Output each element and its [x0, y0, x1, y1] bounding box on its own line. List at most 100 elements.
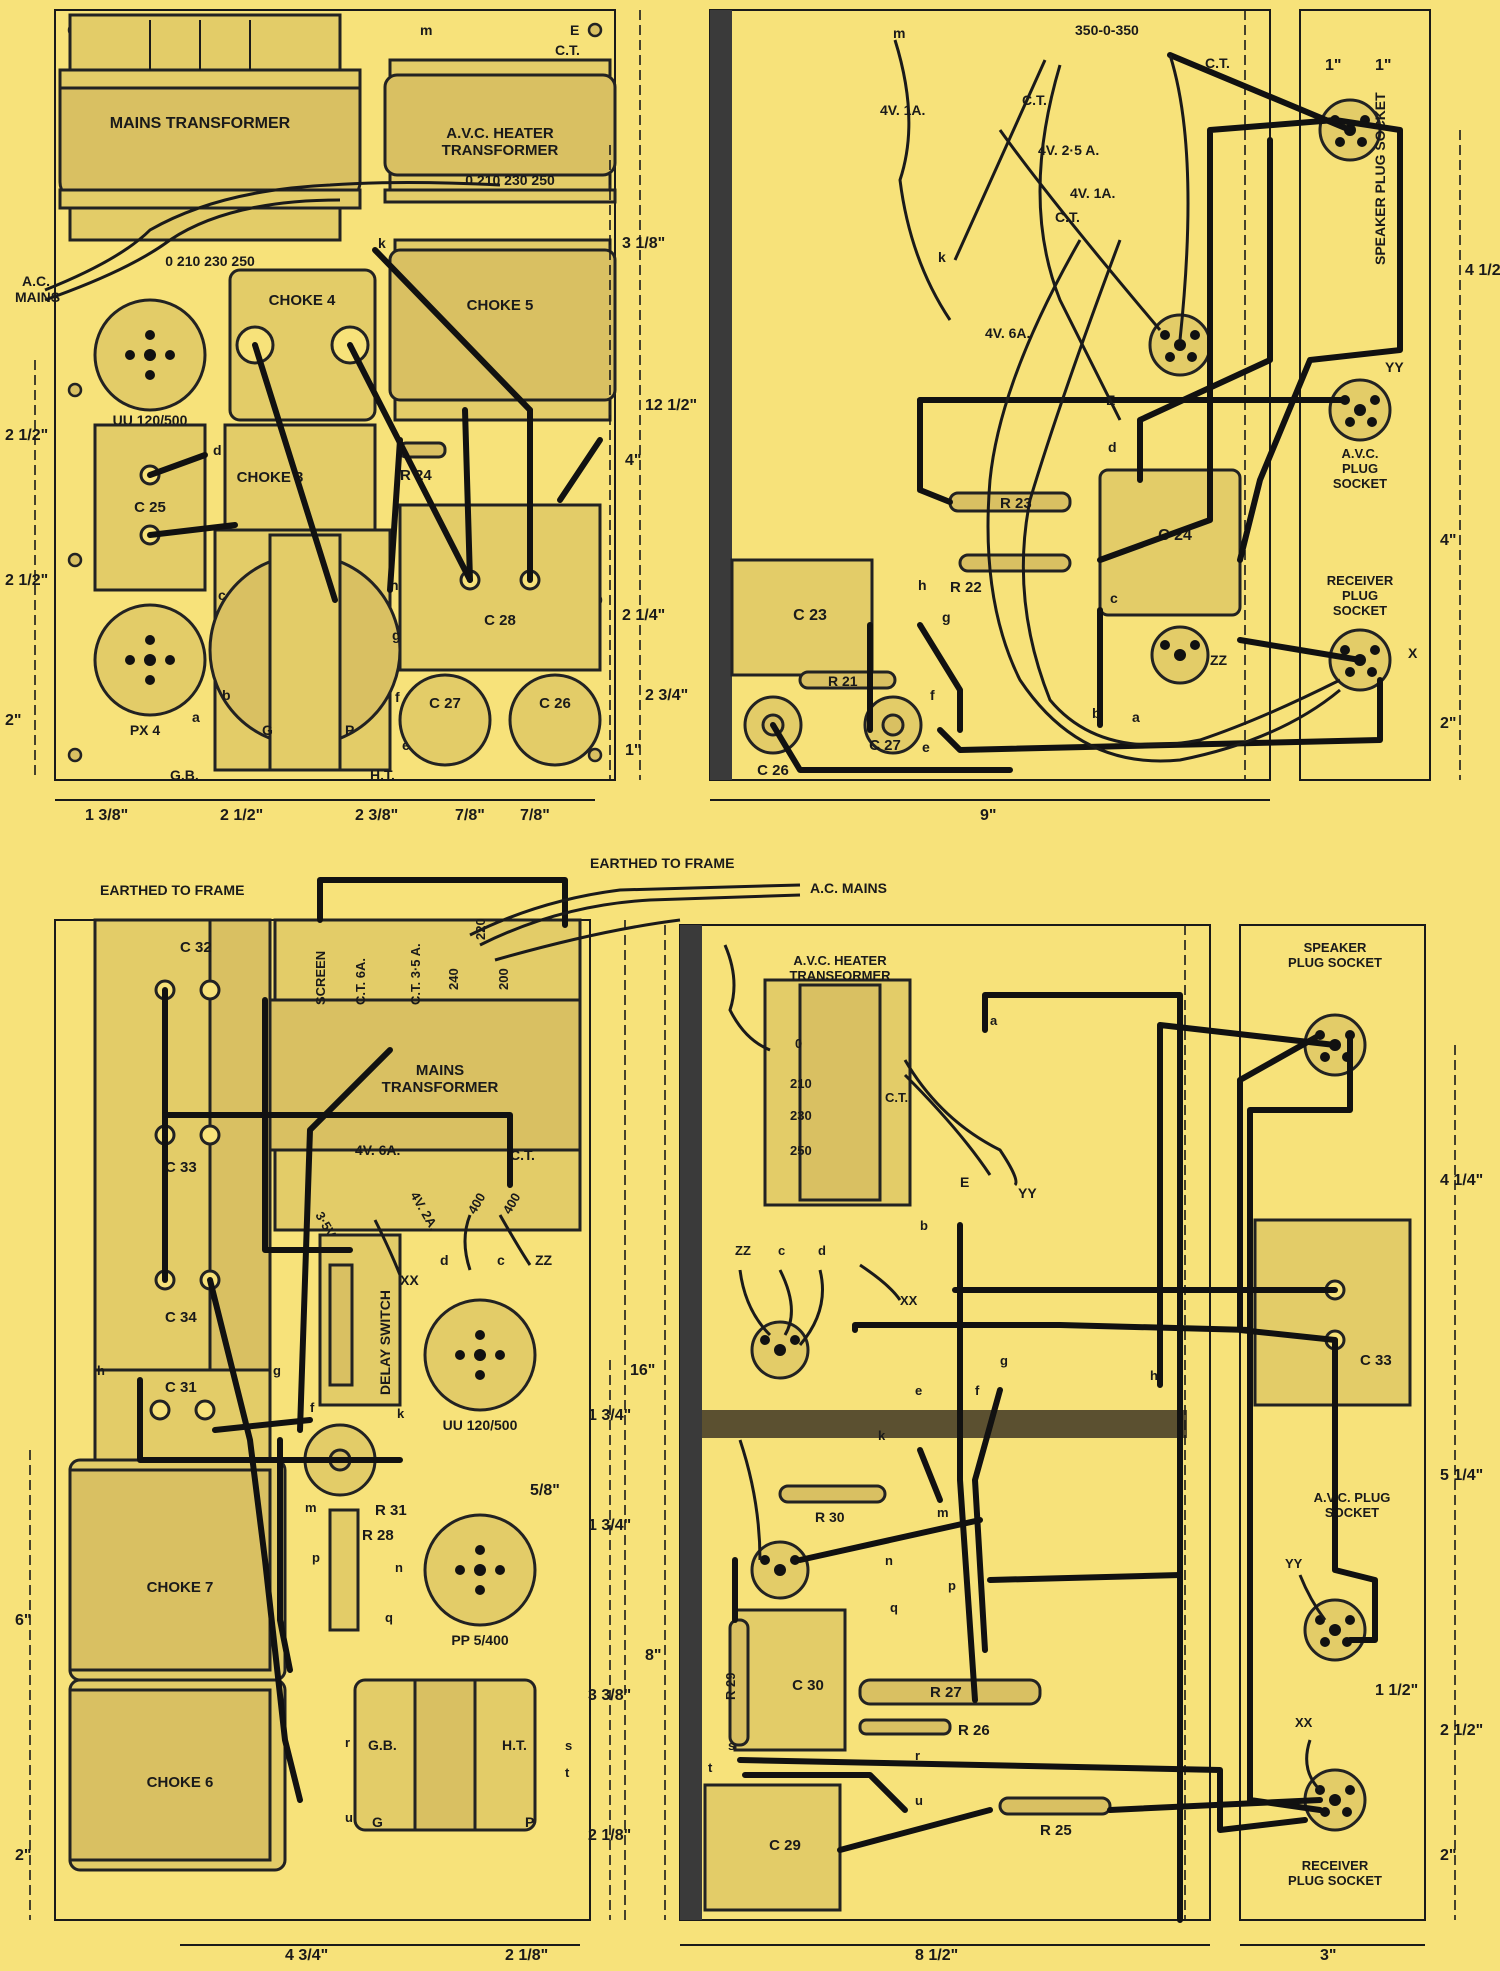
dim-2-tr: 2": [1440, 715, 1456, 732]
term-ct: C.T.: [555, 42, 580, 58]
br-yy-label: YY: [1018, 1185, 1037, 1201]
panel-bottom-left: EARTHED TO FRAME C 32 C 33 C 34 MAINS TR…: [15, 877, 801, 1964]
avc-socket-label-1: A.V.C.: [1341, 446, 1378, 461]
ct-6a-label: C.T. 6A.: [353, 958, 368, 1005]
bl-term-P: P: [525, 1814, 534, 1830]
c29-label: C 29: [769, 1837, 801, 1854]
choke-3-label: CHOKE 3: [237, 469, 304, 486]
v46-label: 4V. 6A.: [355, 1142, 400, 1158]
r31-label: R 31: [375, 1502, 407, 1519]
br-xx-label: XX: [900, 1293, 918, 1308]
bl-term-q: q: [385, 1610, 393, 1625]
dim-4-1-2: 4 1/2": [1465, 262, 1500, 279]
label-4v-1a-b: 4V. 1A.: [1070, 185, 1115, 201]
term-f: f: [395, 689, 400, 705]
r25-label: R 25: [1040, 1822, 1072, 1839]
term-P: P: [345, 722, 354, 738]
dim-3-3-8: 3 3/8": [588, 1687, 631, 1704]
bl-term-t: t: [565, 1765, 570, 1780]
br-term-s: s: [728, 1738, 735, 1753]
br-term-f: f: [975, 1383, 980, 1398]
c32-label: C 32: [180, 939, 212, 956]
ct-b-label: C.T.: [510, 1147, 535, 1163]
pp-label: PP 5/400: [451, 1632, 509, 1648]
zz-label: ZZ: [1210, 652, 1228, 668]
resistor-r26: R 26: [858, 1718, 990, 1739]
bl-gb-label: G.B.: [368, 1737, 397, 1753]
dim-5-8: 5/8": [530, 1482, 560, 1499]
panel-top-right: SPEAKER PLUG SOCKET YY A.V.C. PLUG SOCKE…: [709, 9, 1500, 824]
dim-2-3-8: 2 3/8": [355, 807, 398, 824]
resistor-r28: R 28 m p n q: [305, 1500, 403, 1632]
bl-term-h: h: [97, 1363, 105, 1378]
x-label: X: [1408, 645, 1418, 661]
receiver-plug-socket-bottom: XX RECEIVER PLUG SOCKET: [1288, 1715, 1382, 1888]
wiring-top-left: [44, 181, 603, 603]
socket-strip-outline-bottom: [1239, 924, 1426, 1921]
label-ct-top: C.T.: [1205, 55, 1230, 71]
br-yy2-label: YY: [1285, 1556, 1303, 1571]
bl-ht-label: H.T.: [502, 1737, 527, 1753]
ac-mains-label-1: A.C.: [22, 273, 50, 289]
tap-200: 200: [496, 968, 511, 990]
r26-label: R 26: [958, 1722, 990, 1739]
dim-7-8-a: 7/8": [455, 807, 485, 824]
br-term-k: k: [878, 1428, 886, 1443]
px4-label: PX 4: [130, 722, 161, 738]
receiver-socket-label-3: SOCKET: [1333, 603, 1387, 618]
tap-250: 250: [790, 1143, 812, 1158]
delay-switch: DELAY SWITCH: [318, 1233, 402, 1407]
dim-1-3-4-a: 1 3/4": [588, 1407, 631, 1424]
r22-label: R 22: [950, 579, 982, 596]
ht-label: H.T.: [370, 767, 395, 783]
terminal-labels-bottom-right: a b c d ZZ XX e f g h k m n p q r s t u: [708, 1013, 1158, 1808]
mains-tx-b-label-1: MAINS: [416, 1062, 464, 1079]
choke-7-label: CHOKE 7: [147, 1579, 214, 1596]
ac-mains-label: A.C. MAINS: [810, 880, 887, 896]
c34-label: C 34: [165, 1309, 197, 1326]
wiring-bottom-left: [137, 877, 801, 1803]
br-term-t: t: [708, 1760, 713, 1775]
valve-uu-120-500-bottom: UU 120/500: [423, 1298, 537, 1433]
br-term-c: c: [778, 1243, 785, 1258]
c30-label: C 30: [792, 1677, 824, 1694]
br-term-e: E: [960, 1174, 969, 1190]
br-term-r: r: [915, 1748, 920, 1763]
tap-230: 230: [790, 1108, 812, 1123]
capacitor-c24: C 24: [1098, 468, 1242, 617]
chassis-side-wall: [710, 10, 732, 780]
panel-top-left: MAINS TRANSFORMER 0 210 230 250 A.V.C. H…: [5, 9, 697, 824]
term-m: m: [420, 22, 432, 38]
capacitor-c27-top: C 27: [398, 673, 492, 767]
dim-2-1-8-b: 2 1/8": [505, 1947, 548, 1964]
receiver-socket-label-2: PLUG: [1342, 588, 1378, 603]
receiver-socket-label-1: RECEIVER: [1327, 573, 1394, 588]
resistor-r27: R 27: [858, 1678, 1042, 1706]
c33-label: C 33: [165, 1159, 197, 1176]
tap-240: 240: [446, 968, 461, 990]
capacitor-c26-top: C 26: [508, 673, 602, 767]
capacitor-block-c32-c34: C 32 C 33 C 34: [93, 918, 272, 1372]
bl-xx-label: XX: [400, 1272, 419, 1288]
mains-taps-label: 0 210 230 250: [165, 253, 255, 269]
dim-4: 4": [625, 452, 641, 469]
mains-transformer-top: MAINS TRANSFORMER 0 210 230 250: [58, 13, 362, 269]
br-term-a: a: [990, 1013, 998, 1028]
delay-switch-label: DELAY SWITCH: [377, 1290, 393, 1395]
avc-heater-transformer-bottom: A.V.C. HEATER TRANSFORMER 0 210 230 250 …: [763, 953, 912, 1207]
term-g: g: [392, 627, 401, 643]
avc-heater-label-2: TRANSFORMER: [442, 142, 559, 159]
dim-1-3-8: 1 3/8": [85, 807, 128, 824]
dimensions-top-left: 3 1/8" 12 1/2" 4" 2 1/4" 2 3/4" 1" 2 1/2…: [5, 10, 697, 824]
wiring-bottom-right: [723, 944, 1378, 1923]
c25-label: C 25: [134, 499, 166, 516]
term-h: h: [390, 577, 399, 593]
dimensions-bottom-left: 16" 1 3/4" 5/8" 1 3/4" 3 3/8" 2 1/8" 6" …: [15, 920, 655, 1964]
choke-6-label: CHOKE 6: [147, 1774, 214, 1791]
avc-b-label-1: A.V.C. HEATER: [793, 953, 887, 968]
avc-socket-label-3: SOCKET: [1333, 476, 1387, 491]
yy-label: YY: [1385, 359, 1404, 375]
bl-term-m: m: [305, 1500, 317, 1515]
r30-label: R 30: [815, 1509, 845, 1525]
